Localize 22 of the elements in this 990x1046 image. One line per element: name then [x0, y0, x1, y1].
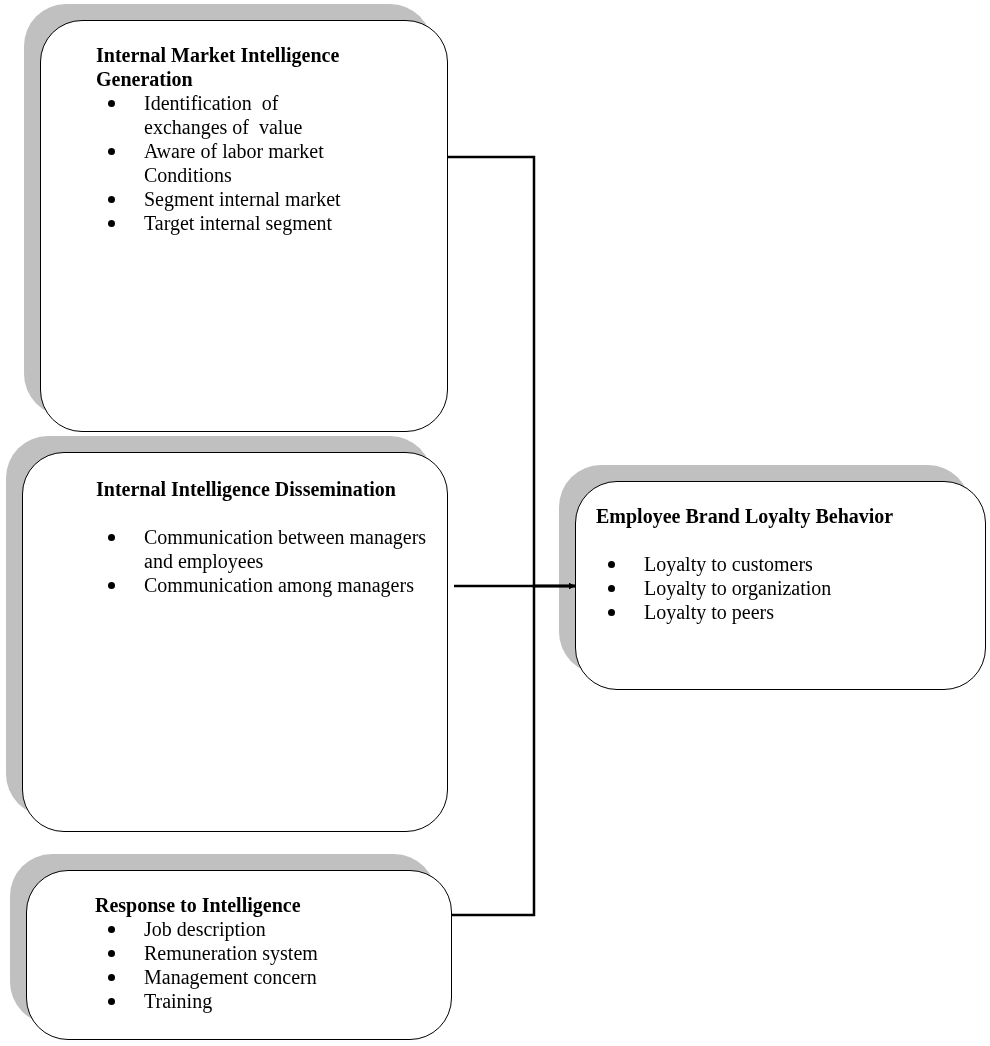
bullet-text: Loyalty to peers [644, 601, 774, 623]
connector-arrow [452, 583, 575, 917]
bullet-text: Loyalty to organization [644, 577, 832, 599]
bullet-text: Communication between managers and employees [144, 526, 428, 572]
bullet-text: Training [144, 990, 213, 1012]
bullet-text: Remuneration system [144, 942, 318, 964]
box-heading: Response to Intelligence [95, 893, 302, 917]
bullet-text: Identification of exchanges of value [144, 92, 303, 138]
bullet-text: Aware of labor market Conditions [144, 140, 325, 186]
rounded-box [40, 20, 448, 432]
box-heading: Internal Market Intelligence Generation [96, 43, 341, 91]
bullet-text: Loyalty to customers [644, 553, 813, 575]
rounded-box [22, 452, 448, 832]
rounded-box [26, 870, 452, 1040]
bullet-text: Communication among managers [144, 574, 414, 596]
box-heading: Internal Intelligence Dissemination [96, 477, 396, 501]
rounded-box [575, 481, 986, 690]
bullet-text: Job description [144, 918, 266, 940]
box-heading: Employee Brand Loyalty Behavior [596, 504, 895, 528]
bullet-text: Target internal segment [144, 212, 333, 234]
bullet-text: Segment internal market [144, 188, 341, 210]
bullet-text: Management concern [144, 966, 317, 988]
